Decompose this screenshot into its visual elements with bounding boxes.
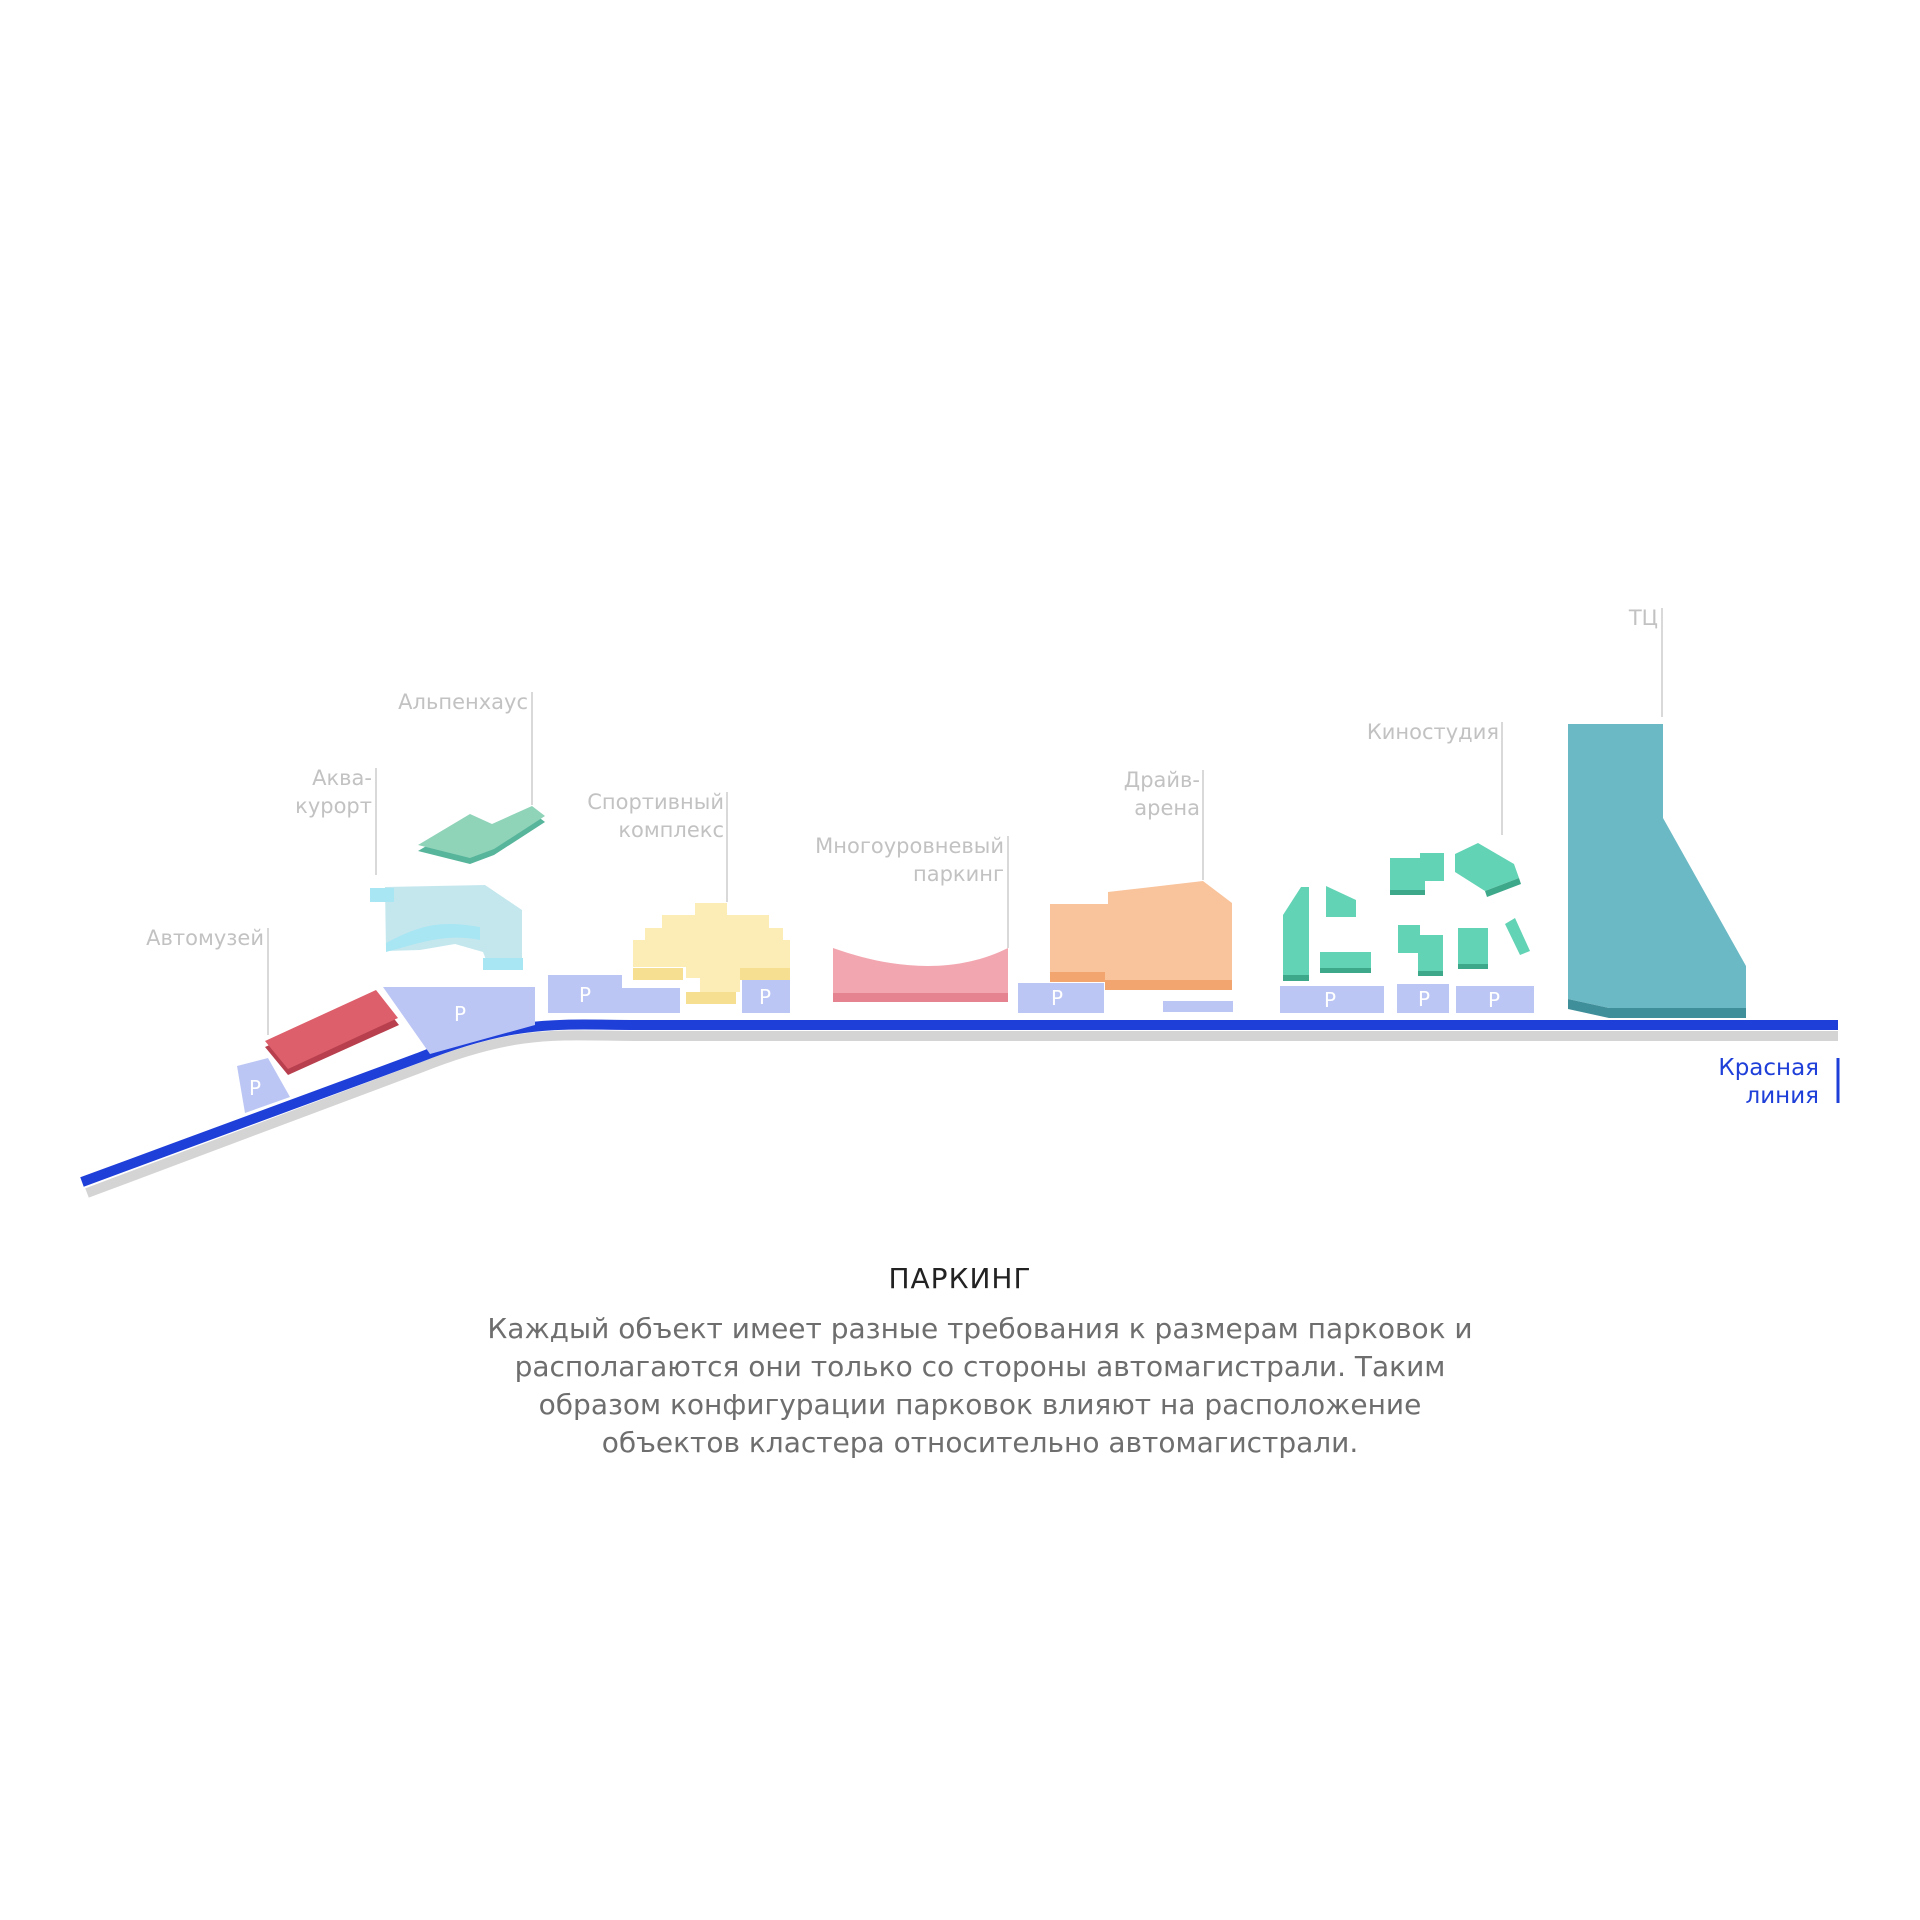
label-alpine: Альпенхаус <box>398 690 528 714</box>
cinema-building-bases <box>1283 878 1521 981</box>
label-cinema: Киностудия <box>1366 720 1499 744</box>
parking-symbol-cinema-1: P <box>1324 988 1336 1012</box>
section-description: Каждый объект имеет разные требования к … <box>487 1312 1473 1459</box>
sport-building-step-1 <box>633 968 683 980</box>
parking-cinema-1 <box>1280 986 1384 1013</box>
drive-building-base <box>1050 972 1105 982</box>
parking-symbol-aqua: P <box>454 1002 466 1026</box>
mall-building-base <box>1568 999 1746 1018</box>
parking-cinema-2 <box>1397 984 1449 1013</box>
parking-symbol-sport-2: P <box>759 985 771 1009</box>
automuseum-building <box>265 990 398 1069</box>
parking-aqua <box>383 987 535 1054</box>
drive-building-base-2 <box>1105 980 1232 990</box>
label-aqua: Аква- курорт <box>295 766 372 818</box>
sport-building <box>633 903 790 992</box>
multilevel-building <box>833 948 1008 993</box>
parking-symbol-cinema-3: P <box>1488 988 1500 1012</box>
mall-building <box>1568 724 1746 1008</box>
parking-drive <box>1018 983 1104 1013</box>
aqua-pool-accent-2 <box>483 958 523 970</box>
label-drive: Драйв- арена <box>1123 768 1200 820</box>
label-automuseum: Автомузей <box>146 926 264 950</box>
alpine-building <box>418 806 545 858</box>
aqua-pool-curve <box>386 923 480 952</box>
parking-symbol-cinema-2: P <box>1418 987 1430 1011</box>
cinema-buildings <box>1283 843 1530 975</box>
drive-building <box>1050 881 1232 980</box>
multilevel-building-base <box>833 993 1008 1002</box>
red-line-label: Красная линия <box>1718 1055 1819 1109</box>
section-title: ПАРКИНГ <box>888 1262 1032 1295</box>
aqua-pool-accent <box>370 888 394 902</box>
parking-drive-2 <box>1163 1001 1233 1012</box>
sport-building-step-2 <box>686 992 736 1004</box>
label-multilevel: Многоуровневый паркинг <box>815 834 1004 886</box>
parking-automuseum <box>237 1058 290 1113</box>
label-sport: Спортивный комплекс <box>587 790 724 842</box>
label-mall: ТЦ <box>1628 606 1658 630</box>
parking-symbol-drive: P <box>1051 986 1063 1010</box>
parking-sport <box>548 975 680 1013</box>
road-shadow <box>85 1030 1838 1198</box>
parking-sport-2 <box>742 980 790 1013</box>
sport-building-step-3 <box>740 968 790 980</box>
parking-symbol-sport-1: P <box>579 983 591 1007</box>
parking-cinema-3 <box>1456 986 1534 1013</box>
parking-symbol-automuseum: P <box>249 1076 261 1100</box>
